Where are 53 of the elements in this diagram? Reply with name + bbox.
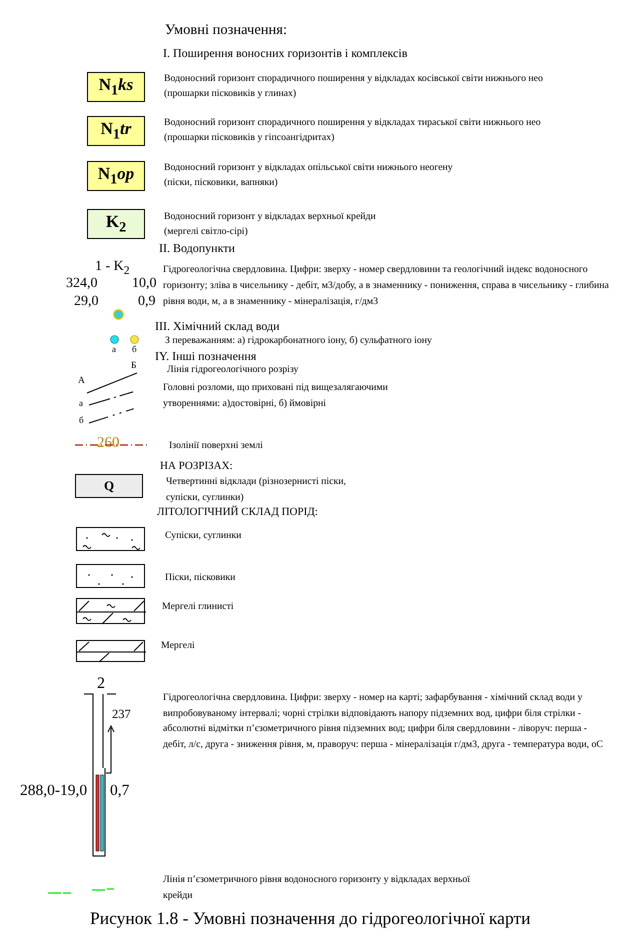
aquifer-swatch: N$_{1}$tr xyxy=(87,116,145,146)
section-heading: II. Водопункти xyxy=(159,241,235,256)
well-value: 29,0 xyxy=(74,294,98,311)
legend-text: Ізолінії поверхні землі xyxy=(169,440,263,452)
section-heading: III. Хімічний склад води xyxy=(155,319,280,334)
marl-pattern-swatch xyxy=(76,640,145,662)
legend-text: Лінія п’єзометричного рівня водоносного горизонту у відкладах верхньої крейди xyxy=(163,873,471,903)
section-heading: I. Поширення воносних горизонтів і комплексів xyxy=(163,46,408,60)
loam-pattern-swatch xyxy=(76,527,145,551)
legend-text: (мергелі світло-сірі) xyxy=(164,226,248,238)
option-letter: а xyxy=(112,344,116,355)
deposit-swatch: Q xyxy=(75,474,143,498)
legend-text: Лінія гідрогеологічного розрізу xyxy=(167,364,298,376)
legend-text: Водоносний горизонт у відкладах верхньої крейди xyxy=(164,211,376,223)
option-letter: б xyxy=(132,344,137,355)
option-letter: а xyxy=(79,398,83,409)
aquifer-swatch: K$_{2}$ xyxy=(87,209,145,239)
well-index: 1 - K$_{2}$ xyxy=(95,259,130,278)
legend-text: Мергелі глинисті xyxy=(162,601,234,613)
well-value: 288,0-19,0 xyxy=(20,782,88,801)
well-number: 2 xyxy=(97,674,105,694)
figure-caption: Рисунок 1.8 - Умовні позначення до гідрогеологічної карти xyxy=(90,908,530,929)
legend-text: Супіски, суглинки xyxy=(165,530,242,542)
legend-text: З переважанням: а) гідрокарбонатного іону, б) сульфатного іону xyxy=(165,335,432,347)
legend-title: Умовні позначення: xyxy=(165,22,287,40)
legend-text: Мергелі xyxy=(161,640,195,652)
well-value: 0,9 xyxy=(138,294,156,311)
legend-text: Четвертинні відклади (різнозернисті піски, супіски, суглинки) xyxy=(166,475,347,505)
legend-text: Водоносний горизонт спорадичного поширення у відкладах косівської світи нижнього нео xyxy=(164,73,543,85)
well-value: 324,0 xyxy=(66,276,98,293)
aquifer-swatch: N$_{1}$op xyxy=(87,161,145,191)
isoline-value: 260 xyxy=(97,434,120,452)
well-value: 237 xyxy=(112,707,131,722)
legend-text: (прошарки пісковиків у глинах) xyxy=(164,88,296,100)
clay-marl-pattern-swatch xyxy=(76,598,145,624)
sand-pattern-swatch xyxy=(76,564,145,588)
legend-text: Водоносний горизонт спорадичного поширення у відкладах тираської світи нижнього нео xyxy=(164,117,541,129)
legend-text: Піски, пісковики xyxy=(165,572,236,584)
legend-text: Гідрогеологічна свердловина. Цифри: зверху - номер свердловини та геологічний індекс водоносного горизонту; зліва в чисельнику - дебіт, м3/добу, а в знаменнику - пониження, справа в чисельнику - глибина рівня води, м, а в знаменнику - мінералізація, г/дм3 xyxy=(163,263,610,309)
section-heading: IY. Інші позначення xyxy=(155,349,256,364)
aquifer-swatch: N$_{1}$ks xyxy=(87,72,145,102)
section-end-letter: А xyxy=(78,376,85,388)
legend-text: Головні розломи, що приховані під вищезалягаючими утвореннями: а)достовірні, б) ймовірні xyxy=(163,381,389,411)
legend-text: Водоносний горизонт у відкладах опільської світи нижнього неогену xyxy=(164,162,453,174)
legend-text: (піски, пісковики, вапняки) xyxy=(164,177,278,189)
section-heading: НА РОЗРІЗАХ: xyxy=(160,460,233,474)
legend-text: Гідрогеологічна свердловина. Цифри: зверху - номер на карті; зафарбування - хімічний склад води у випробовуваному інтервалі; чорні стрілки відповідають напору підземних вод, цифри біля стрілки - абсолютні відмітки п’єзометричного рівня підземних вод; цифри біля свердловини - ліворуч: перша - дебіт, л/с, друга - зниження рівня, м, праворуч: перша - мінералізація г/дм3, друга - температура води, оС xyxy=(163,691,603,752)
section-end-letter: Б xyxy=(131,361,136,372)
option-letter: б xyxy=(79,415,84,426)
well-value: 10,0 xyxy=(132,276,156,293)
well-value: 0,7 xyxy=(110,782,130,801)
legend-text: (прошарки пісковиків у гіпсоангідритах) xyxy=(164,132,334,144)
section-heading: ЛІТОЛОГІЧНИЙ СКЛАД ПОРІД: xyxy=(157,506,318,520)
